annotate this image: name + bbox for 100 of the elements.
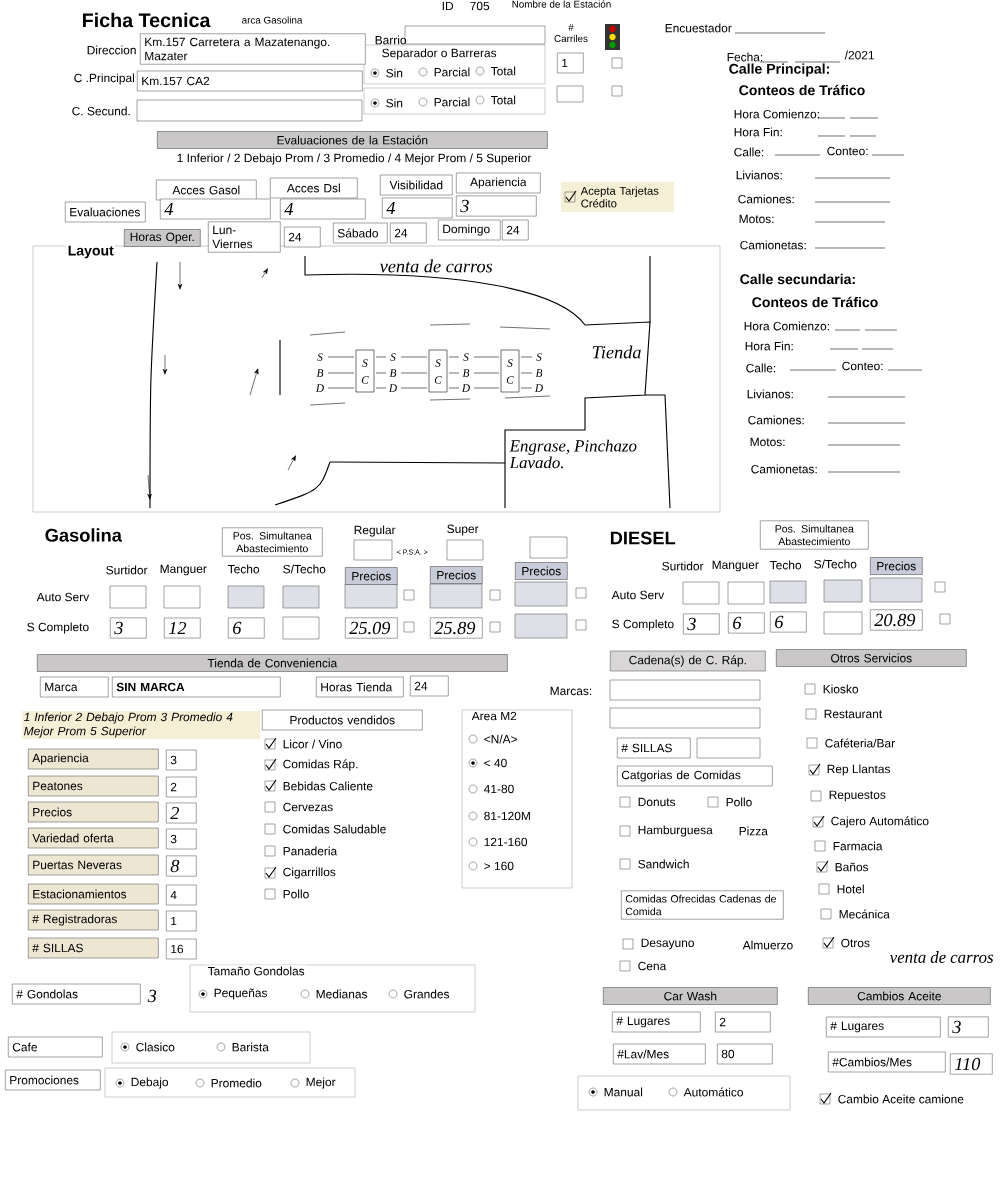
form-title: Ficha Tecnica xyxy=(83,12,211,28)
checkbox: Comidas Saludable xyxy=(264,823,386,835)
form-label: Separador o Barreras xyxy=(382,48,497,60)
checkbox: Pollo xyxy=(707,796,752,808)
handwritten-text: S xyxy=(317,353,323,361)
handwritten-text: venta de carros xyxy=(379,259,493,273)
form-label: Super xyxy=(447,524,479,536)
field-label: # SILLAS xyxy=(28,937,159,959)
field-label: Sábado xyxy=(333,222,388,244)
form-label: Almuerzo xyxy=(742,940,793,950)
input-field: Km.157 CA2 xyxy=(137,70,363,92)
section-header: Otros Servicios xyxy=(776,649,967,667)
handwritten-text: D xyxy=(534,384,543,392)
form-label: Area M2 xyxy=(471,711,517,721)
handwritten-value: 25.09 xyxy=(345,617,398,639)
form-label: Tamaño Gondolas xyxy=(206,965,307,977)
handwritten-text: 3 xyxy=(147,989,157,1003)
form-label: Direccion xyxy=(87,45,136,55)
form-label: Encuestador xyxy=(665,23,732,33)
radio-button: 121-160 xyxy=(468,837,528,847)
handwritten-value: 4 xyxy=(160,198,271,220)
field-label: Comidas Ofrecidas Cadenas de Comida xyxy=(621,890,784,920)
radio-button: Pequeñas xyxy=(198,988,268,1000)
handwritten-text: D xyxy=(388,384,397,392)
handwritten-text: S xyxy=(362,359,368,367)
input-field: 2 xyxy=(166,776,197,798)
input-field: 1 xyxy=(557,52,584,74)
handwritten-value: 3 xyxy=(110,617,147,639)
handwritten-value: 4 xyxy=(280,198,366,220)
handwritten-text: S xyxy=(435,359,441,367)
section-header: Tienda de Conveniencia xyxy=(37,654,508,672)
field-label: Variedad oferta xyxy=(28,827,159,849)
radio-button: Automático xyxy=(668,1087,743,1097)
radio-button: Debajo xyxy=(115,1077,169,1089)
handwritten-value: 6 xyxy=(770,611,807,633)
heading: Calle Principal: xyxy=(729,63,829,77)
radio-button: Clasico xyxy=(120,1042,175,1052)
form-label: S Completo xyxy=(612,619,674,631)
handwritten-value: 12 xyxy=(164,617,201,639)
heading: DIESEL xyxy=(610,531,676,545)
radio-button: Sin xyxy=(370,98,403,108)
checkbox: Hotel xyxy=(818,883,864,895)
form-label: # Carriles xyxy=(554,23,588,43)
field-label: Apariencia xyxy=(28,748,159,770)
handwritten-text: B xyxy=(316,369,324,377)
handwritten-text: S xyxy=(536,353,542,361)
section-header: Precios xyxy=(345,567,398,585)
form-label: S/Techo xyxy=(283,564,326,574)
radio-button: Grandes xyxy=(388,989,450,999)
form-label: Hora Comienzo: xyxy=(734,109,819,119)
handwritten-text: C xyxy=(506,376,514,384)
form-label: Manguer xyxy=(712,560,759,572)
radio-button: <N/A> xyxy=(468,734,517,744)
field-label: Cafe xyxy=(8,1036,103,1058)
handwritten-value: 3 xyxy=(456,195,537,217)
form-label: Motos: xyxy=(750,437,785,447)
checkbox: Cena xyxy=(619,960,667,972)
heading: Conteos de Tráfico xyxy=(752,296,878,308)
form-label: Barrio xyxy=(375,35,407,45)
field-label: Precios xyxy=(28,801,159,823)
handwritten-value: 25.89 xyxy=(430,617,483,639)
heading: Calle secundaria: xyxy=(740,273,855,285)
handwritten-text: C xyxy=(361,376,369,384)
handwritten-text: B xyxy=(389,369,397,377)
form-label: S Completo xyxy=(27,622,89,634)
handwritten-text: Tienda xyxy=(592,345,641,359)
input-field: 3 xyxy=(166,749,197,771)
handwritten-value: 8 xyxy=(166,855,197,877)
form-label: Conteo: xyxy=(827,146,868,156)
heading: Gasolina xyxy=(45,528,122,542)
radio-button: Sin xyxy=(370,68,403,78)
handwritten-value: 6 xyxy=(228,617,265,639)
field-label: #Lav/Mes xyxy=(613,1043,706,1065)
form-label: Techo xyxy=(769,560,802,570)
rating-scale-note: 1 Inferior 2 Debajo Prom 3 Promedio 4 Mejor Prom 5 Superior xyxy=(22,711,261,739)
checkbox: Repuestos xyxy=(810,790,886,802)
checkbox: Restaurant xyxy=(805,708,883,720)
field-label: Apariencia xyxy=(456,172,541,194)
form-label: Surtidor xyxy=(662,561,704,571)
section-header: Precios xyxy=(430,566,483,584)
checkbox: Donuts xyxy=(619,796,676,808)
section-header: Evaluaciones de la Estación xyxy=(157,131,548,149)
field-label: Promociones xyxy=(5,1069,101,1091)
field-label: # Lugares xyxy=(612,1011,701,1033)
checkbox: Kiosko xyxy=(804,683,859,695)
checkbox: Rep Llantas xyxy=(808,763,890,776)
radio-button: > 160 xyxy=(468,861,514,871)
field-label: # Lugares xyxy=(826,1016,941,1038)
radio-button: Barista xyxy=(216,1042,269,1052)
form-label: C. Secund. xyxy=(72,106,130,116)
handwritten-text: D xyxy=(461,384,470,392)
handwritten-value: 2 xyxy=(166,802,197,824)
radio-button: Parcial xyxy=(418,67,470,77)
checkbox: Caféteria/Bar xyxy=(806,737,895,749)
handwritten-text: S xyxy=(390,353,396,361)
field-label: Evaluaciones xyxy=(65,201,146,223)
handwritten-text: Engrase, Pinchazo Lavado. xyxy=(509,439,637,469)
form-label: Manguer xyxy=(160,564,207,576)
form-label: Auto Serv xyxy=(611,590,665,600)
field-label: Horas Tienda xyxy=(316,676,404,698)
